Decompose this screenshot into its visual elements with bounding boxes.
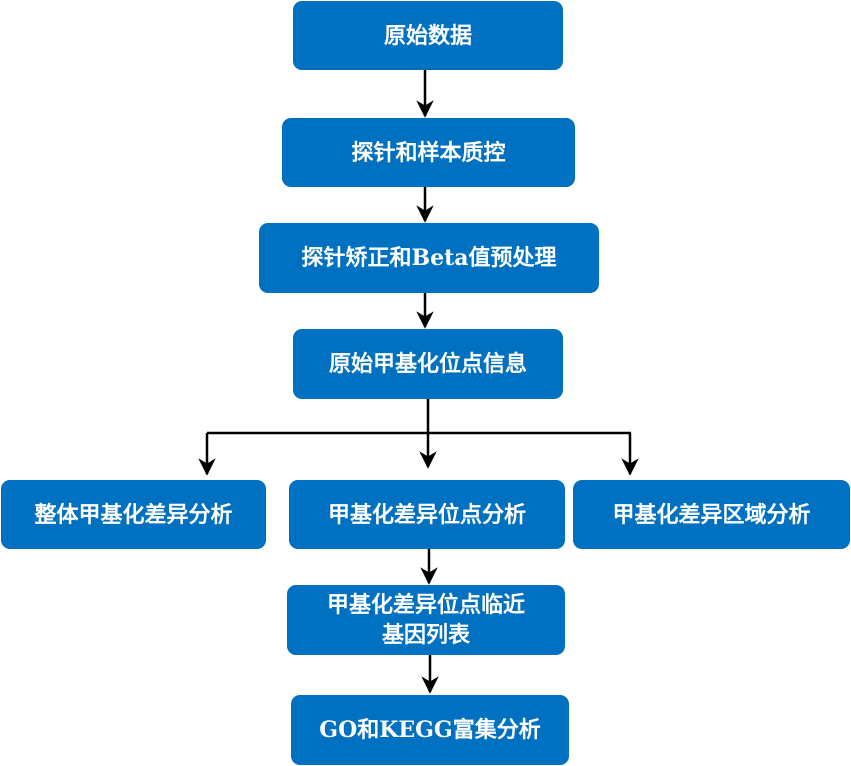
node-raw-data-label: 原始数据 xyxy=(383,22,472,49)
node-probe-correction: 探针矫正和Beta值预处理 xyxy=(259,223,599,293)
node-raw-data: 原始数据 xyxy=(293,1,563,70)
node-probe-sample-qc: 探针和样本质控 xyxy=(282,118,575,187)
node-global-methylation: 整体甲基化差异分析 xyxy=(1,480,266,549)
node-enrichment-label: GO和KEGG富集分析 xyxy=(319,717,541,743)
node-dmr-analysis-label: 甲基化差异区域分析 xyxy=(612,501,811,528)
node-dmr-analysis: 甲基化差异区域分析 xyxy=(573,480,850,549)
node-enrichment: GO和KEGG富集分析 xyxy=(291,695,569,765)
node-nearby-genes-line2: 基因列表 xyxy=(381,622,470,648)
node-raw-methylation-sites-label: 原始甲基化位点信息 xyxy=(328,351,527,377)
node-raw-methylation-sites: 原始甲基化位点信息 xyxy=(293,329,563,399)
node-global-methylation-label: 整体甲基化差异分析 xyxy=(34,501,233,528)
node-probe-sample-qc-label: 探针和样本质控 xyxy=(351,139,506,166)
node-nearby-genes-line1: 甲基化差异位点临近 xyxy=(326,592,525,618)
node-nearby-genes: 甲基化差异位点临近 基因列表 xyxy=(287,585,565,655)
node-dmp-analysis-label: 甲基化差异位点分析 xyxy=(327,501,526,528)
node-probe-correction-label: 探针矫正和Beta值预处理 xyxy=(301,245,557,271)
node-dmp-analysis: 甲基化差异位点分析 xyxy=(289,480,565,549)
